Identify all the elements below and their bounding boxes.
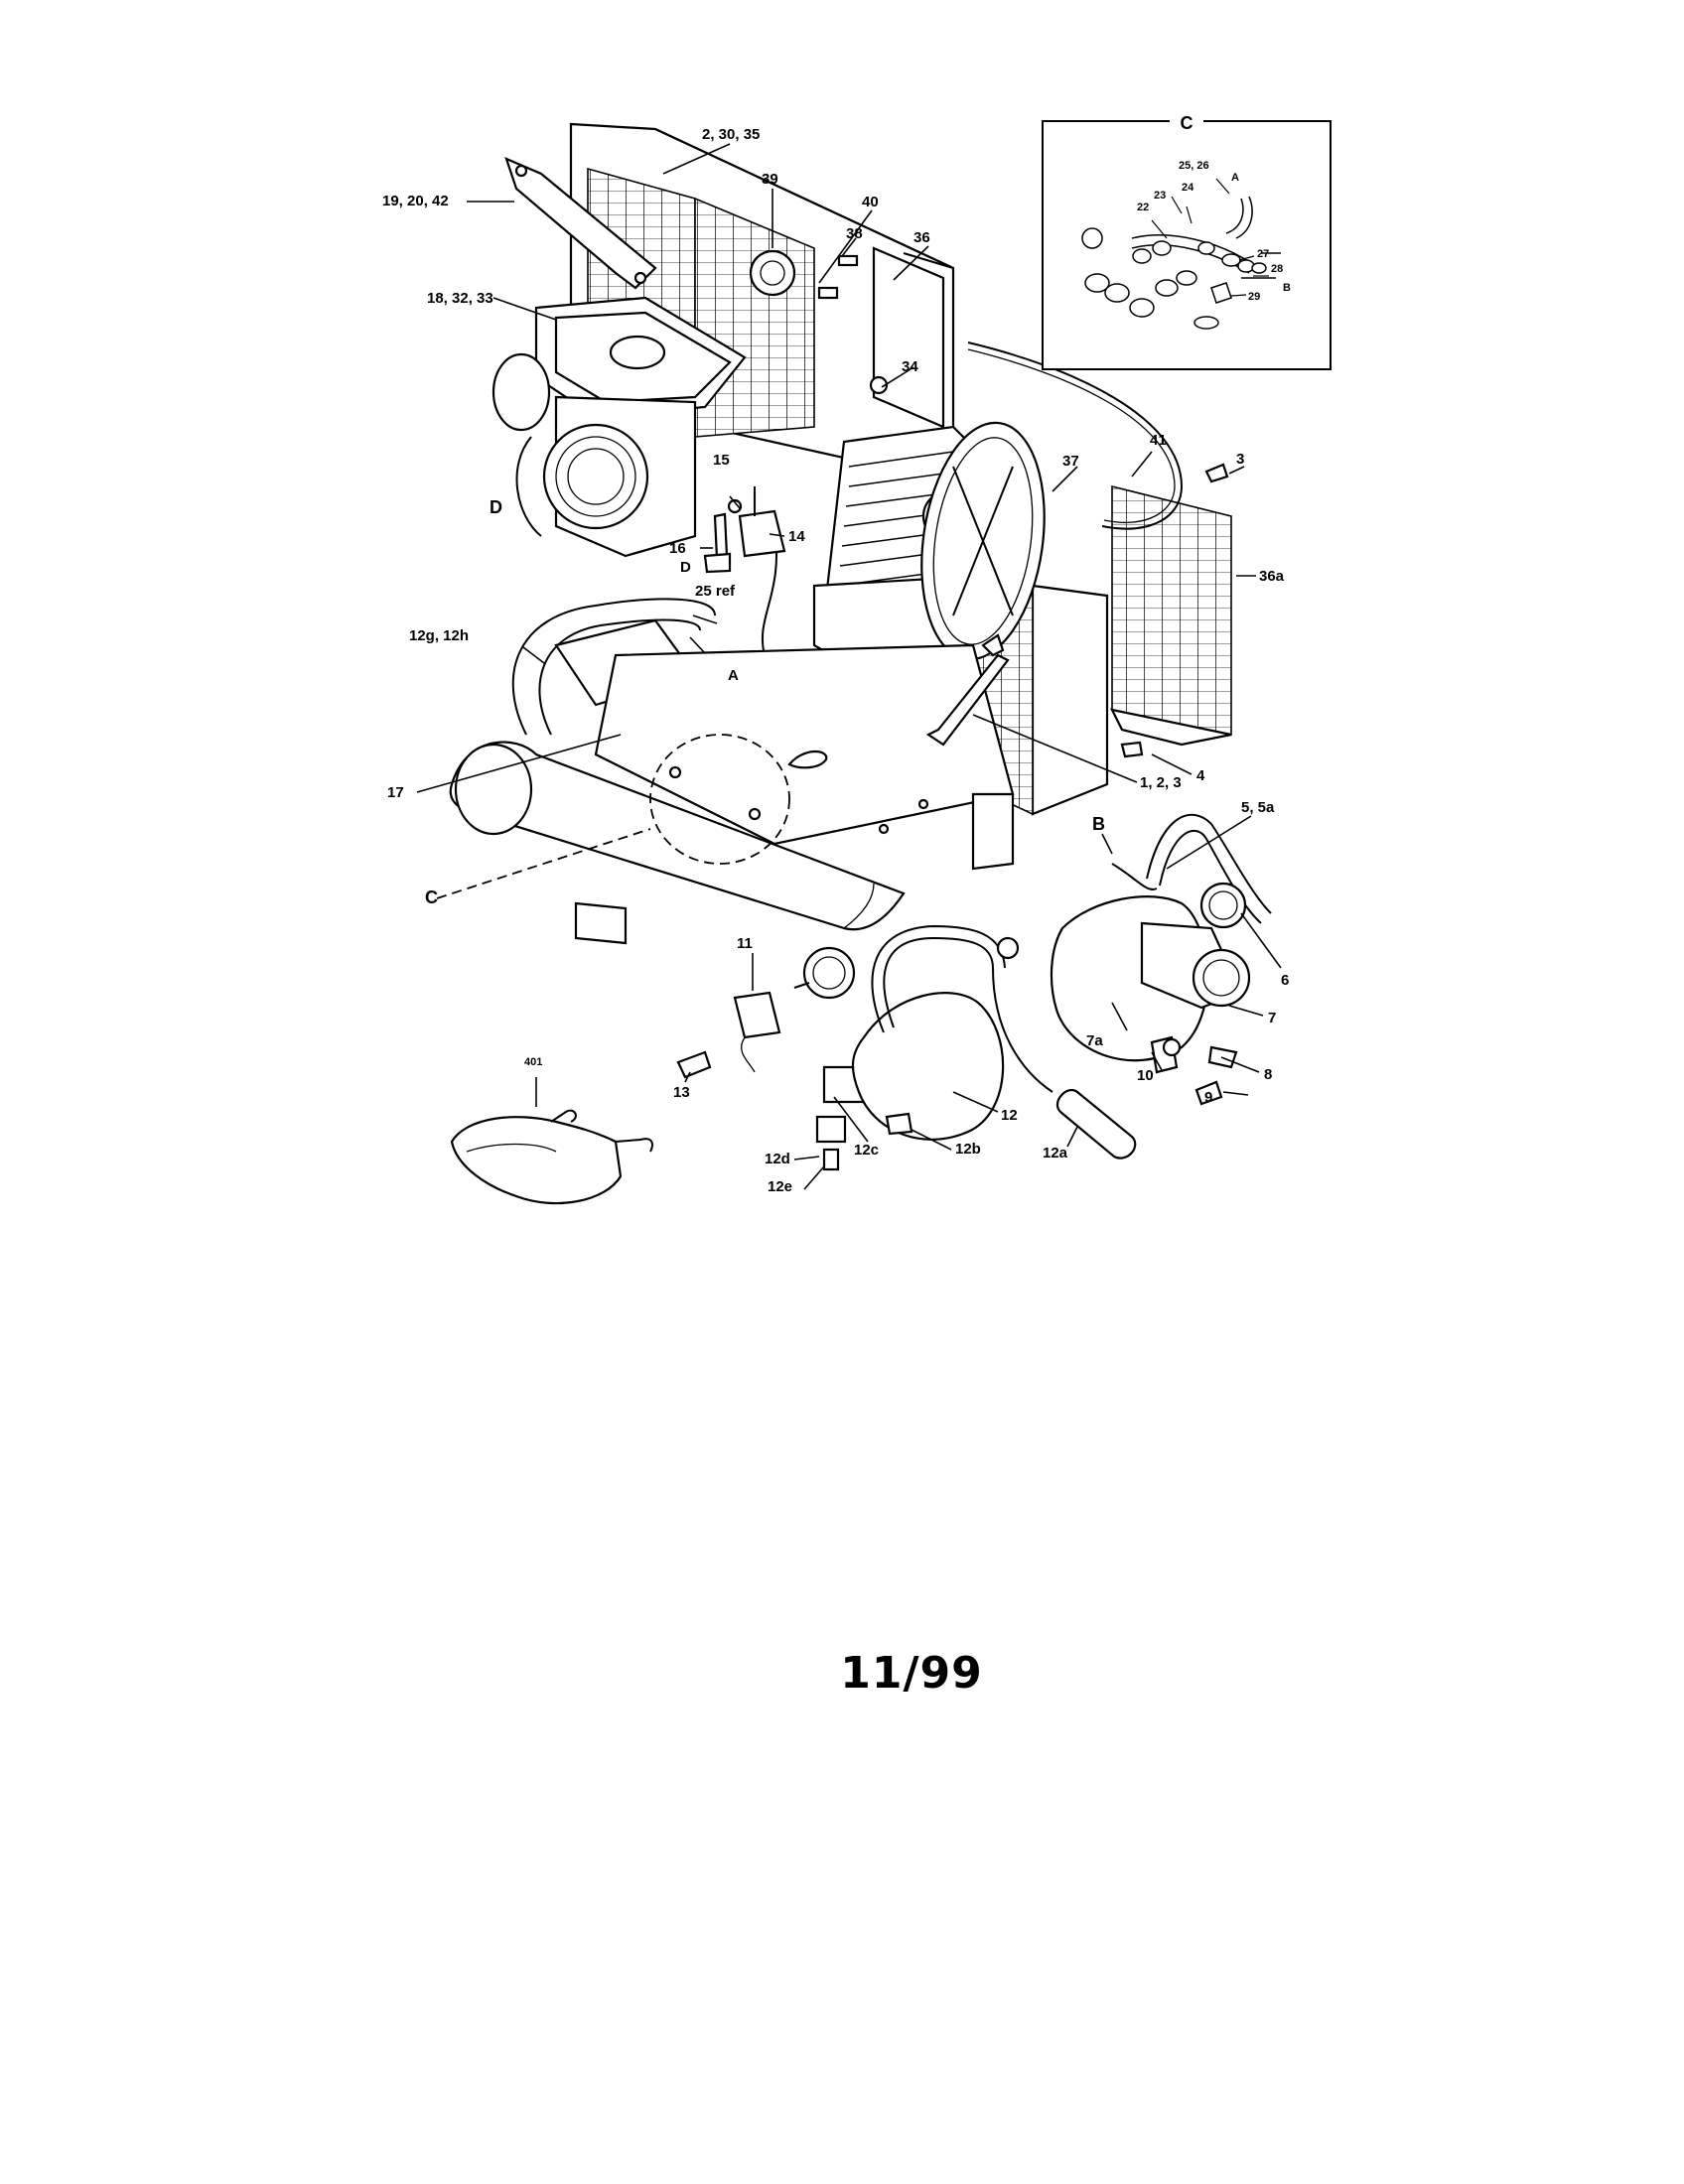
inset-label-23: 23: [1154, 190, 1166, 202]
callout-18-32-33: 18, 32, 33: [427, 290, 493, 307]
callout-b: B: [1092, 814, 1105, 834]
callout-34: 34: [902, 358, 918, 375]
callout-38: 38: [846, 225, 863, 242]
callout-14: 14: [788, 528, 805, 545]
gauge-left: [793, 946, 856, 1000]
callout-39: 39: [762, 171, 778, 188]
callout-d-engine: D: [490, 497, 502, 517]
callout-40: 40: [862, 194, 879, 210]
safety-glasses: [450, 1109, 653, 1205]
detail-circle-c: [649, 734, 790, 865]
inset-label-24: 24: [1182, 182, 1194, 194]
callout-12b: 12b: [955, 1141, 981, 1158]
drain-16: [703, 512, 732, 574]
flywheel: [920, 421, 1046, 661]
handle-grip-12a: [1055, 1089, 1137, 1160]
safety-valve-14-15: [727, 486, 786, 558]
callout-13: 13: [673, 1084, 690, 1101]
callout-401: 401: [524, 1056, 542, 1068]
inset-detail-c: C: [1042, 109, 1332, 370]
callout-6: 6: [1281, 972, 1289, 989]
callout-19-20-42: 19, 20, 42: [382, 193, 449, 209]
inset-label-a: A: [1231, 172, 1239, 184]
inset-label-25-26: 25, 26: [1179, 160, 1209, 172]
callout-3: 3: [1236, 451, 1244, 468]
inset-label-28: 28: [1271, 263, 1283, 275]
guard-brackets: [749, 249, 1229, 758]
callout-4: 4: [1196, 767, 1205, 784]
callout-37: 37: [1062, 453, 1079, 470]
callout-c: C: [425, 887, 438, 907]
inset-label-29: 29: [1248, 291, 1260, 303]
callout-1-2-3: 1, 2, 3: [1140, 774, 1182, 791]
callout-7: 7: [1268, 1010, 1276, 1026]
callout-7a: 7a: [1086, 1032, 1103, 1049]
callout-16: 16: [669, 540, 686, 557]
side-tank-left: [851, 924, 1053, 1141]
callout-36: 36: [913, 229, 930, 246]
callout-10: 10: [1137, 1067, 1154, 1084]
pressure-switch-11: [733, 991, 781, 1073]
callout-25-ref: 25 ref: [695, 583, 736, 600]
leader-lines: [416, 143, 1282, 1190]
inset-label-27: 27: [1257, 248, 1269, 260]
callout-11: 11: [737, 935, 753, 952]
callout-12a: 12a: [1043, 1145, 1068, 1161]
gas-engine: [491, 296, 747, 558]
inset-label-22: 22: [1137, 202, 1149, 213]
engine-bracket: [504, 157, 657, 290]
callout-12c: 12c: [854, 1142, 879, 1159]
inset-label-b: B: [1283, 282, 1291, 294]
callout-12g-12h: 12g, 12h: [409, 627, 469, 644]
callout-17: 17: [387, 784, 404, 801]
callout-d-valve: D: [680, 559, 691, 576]
inset-title: C: [1181, 113, 1193, 133]
callout-labels: 2, 30, 35 19, 20, 42 18, 32, 33 39 40 38…: [382, 126, 1289, 1195]
page-number: 11/99: [840, 1648, 983, 1699]
callout-41: 41: [1150, 432, 1167, 449]
side-tank-right: [1050, 895, 1251, 1062]
callout-9: 9: [1204, 1089, 1212, 1106]
callout-a: A: [728, 667, 739, 684]
callout-36a: 36a: [1259, 568, 1285, 585]
air-tank: [449, 643, 1015, 1104]
callout-12d: 12d: [765, 1151, 790, 1167]
callout-12e: 12e: [768, 1178, 792, 1195]
callout-5-5a: 5, 5a: [1241, 799, 1275, 816]
callout-15: 15: [713, 452, 730, 469]
gauge-6: [1199, 882, 1247, 929]
tube-b: [1111, 863, 1158, 890]
callout-12: 12: [1001, 1107, 1018, 1124]
callout-8: 8: [1264, 1066, 1272, 1083]
callout-2-30-35: 2, 30, 35: [702, 126, 760, 143]
